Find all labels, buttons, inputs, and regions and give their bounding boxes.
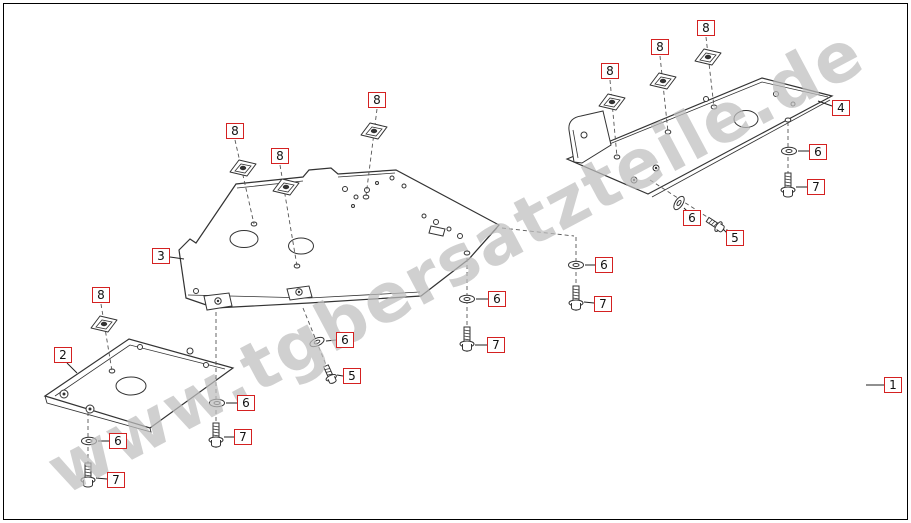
callout-6: 6 [336,332,354,348]
callout-6: 6 [237,395,255,411]
callout-5: 5 [343,368,361,384]
callout-6: 6 [595,257,613,273]
callout-2: 2 [54,347,72,363]
callout-8: 8 [697,20,715,36]
skid-plate-part-4 [565,77,834,198]
skid-plate-part-3 [178,167,500,311]
callout-8: 8 [601,63,619,79]
callout-8: 8 [271,148,289,164]
callout-8: 8 [226,123,244,139]
callout-7: 7 [487,337,505,353]
callout-5: 5 [726,230,744,246]
callout-4: 4 [832,100,850,116]
callout-1: 1 [884,377,902,393]
callout-3: 3 [152,248,170,264]
callout-8: 8 [651,39,669,55]
callout-6: 6 [488,291,506,307]
callout-6: 6 [683,210,701,226]
callout-7: 7 [107,472,125,488]
callout-7: 7 [234,429,252,445]
callout-leader-lines [66,100,884,480]
callout-8: 8 [368,92,386,108]
skid-plate-part-2 [43,338,235,433]
callout-7: 7 [594,296,612,312]
callout-7: 7 [807,179,825,195]
callout-6: 6 [809,144,827,160]
callout-6: 6 [109,433,127,449]
callout-8: 8 [92,287,110,303]
